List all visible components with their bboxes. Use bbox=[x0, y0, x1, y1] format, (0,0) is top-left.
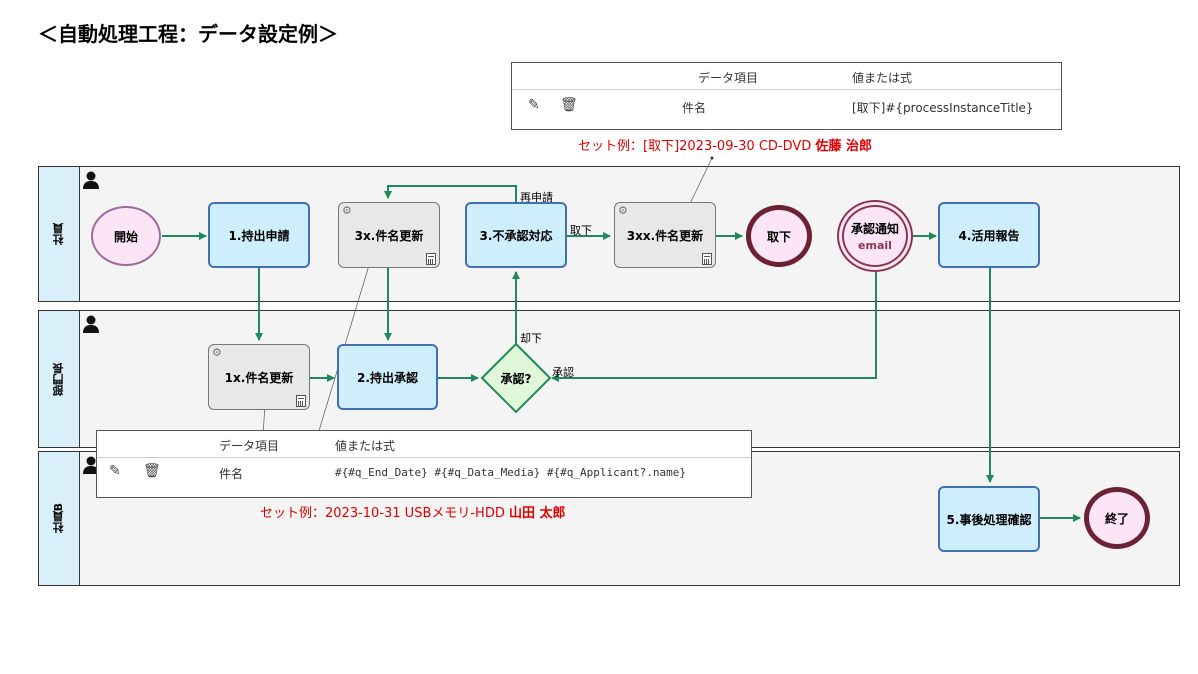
flow-reject-upd3x bbox=[384, 185, 517, 202]
person-icon bbox=[83, 171, 99, 189]
task-label: 1x.件名更新 bbox=[224, 370, 294, 385]
flow-label-approved: 承認 bbox=[552, 366, 574, 379]
gear-icon: ⚙ bbox=[618, 204, 628, 217]
panel-row-value: #{#q_End_Date} #{#q_Data_Media} #{#q_App… bbox=[335, 466, 686, 479]
gear-icon: ⚙ bbox=[212, 346, 222, 359]
example-bottom: セット例：2023-10-31 USBメモリ-HDD 山田 太郎 bbox=[260, 502, 566, 521]
trash-icon[interactable]: 🗑 bbox=[560, 97, 578, 113]
example-top-text: セット例：[取下]2023-09-30 CD-DVD bbox=[578, 139, 816, 154]
gear-icon: ⚙ bbox=[342, 204, 352, 217]
data-panel-bottom: データ項目 値または式 ✎ 🗑 件名 #{#q_End_Date} #{#q_D… bbox=[96, 430, 752, 498]
example-bottom-text: セット例：2023-10-31 USBメモリ-HDD bbox=[260, 506, 509, 521]
gateway-label: 承認? bbox=[500, 371, 532, 386]
panel-row-value: [取下]#{processInstanceTitle} bbox=[852, 101, 1034, 115]
example-top-name: 佐藤 治郎 bbox=[815, 139, 872, 154]
person-icon bbox=[83, 456, 99, 474]
flow-gateway-notify bbox=[551, 272, 877, 382]
trash-icon[interactable]: 🗑 bbox=[143, 463, 161, 479]
task-label: 2.持出承認 bbox=[357, 370, 418, 385]
task-label: 1.持出申請 bbox=[228, 228, 290, 243]
panel-header-item: データ項目 bbox=[219, 439, 280, 453]
flow-label-resubmit: 再申請 bbox=[520, 191, 553, 204]
task-label: 3.不承認対応 bbox=[479, 228, 553, 243]
notify-label: 承認通知 bbox=[850, 222, 899, 236]
panel-row-item: 件名 bbox=[219, 467, 244, 481]
task-label: 3x.件名更新 bbox=[354, 228, 424, 243]
end-event[interactable]: 終了 bbox=[1084, 487, 1150, 549]
flow-label-decline: 却下 bbox=[520, 332, 542, 345]
pencil-icon[interactable]: ✎ bbox=[109, 463, 121, 479]
example-bottom-name: 山田 太郎 bbox=[509, 506, 566, 521]
end-label: 取下 bbox=[766, 229, 791, 244]
panel-header-value: 値または式 bbox=[335, 439, 396, 453]
gateway-approval[interactable] bbox=[480, 342, 552, 414]
calculator-icon bbox=[296, 395, 306, 407]
person-icon bbox=[83, 315, 99, 333]
task-label: 3xx.件名更新 bbox=[626, 228, 704, 243]
start-label: 開始 bbox=[113, 229, 138, 244]
task-apply[interactable]: 1.持出申請 bbox=[208, 202, 310, 268]
task-post-check[interactable]: 5.事後処理確認 bbox=[938, 486, 1040, 552]
panel-divider bbox=[512, 89, 1061, 90]
task-label: 5.事後処理確認 bbox=[946, 512, 1032, 527]
calculator-icon bbox=[702, 253, 712, 265]
task-usage-report[interactable]: 4.活用報告 bbox=[938, 202, 1040, 268]
task-reject-handling[interactable]: 3.不承認対応 bbox=[465, 202, 567, 268]
notify-event[interactable]: 承認通知 email bbox=[842, 205, 908, 267]
panel-header-item: データ項目 bbox=[698, 71, 759, 85]
email-label: email bbox=[858, 239, 892, 252]
flow-label-withdraw: 取下 bbox=[570, 224, 592, 237]
panel-divider bbox=[97, 457, 751, 458]
pencil-icon[interactable]: ✎ bbox=[528, 97, 540, 113]
data-panel-top: データ項目 値または式 ✎ 🗑 件名 [取下]#{processInstance… bbox=[511, 62, 1062, 130]
end-event-withdraw[interactable]: 取下 bbox=[746, 205, 812, 267]
task-update-1x[interactable]: ⚙ 1x.件名更新 bbox=[208, 344, 310, 410]
task-label: 4.活用報告 bbox=[958, 228, 1020, 243]
panel-row-item: 件名 bbox=[682, 101, 707, 115]
end-label: 終了 bbox=[1104, 511, 1129, 526]
page-title: ＜自動処理工程：データ設定例＞ bbox=[38, 22, 338, 46]
task-update-3xx[interactable]: ⚙ 3xx.件名更新 bbox=[614, 202, 716, 268]
panel-header-value: 値または式 bbox=[852, 71, 913, 85]
task-update-3x[interactable]: ⚙ 3x.件名更新 bbox=[338, 202, 440, 268]
example-top: セット例：[取下]2023-09-30 CD-DVD 佐藤 治郎 bbox=[578, 135, 872, 154]
task-approve[interactable]: 2.持出承認 bbox=[337, 344, 438, 410]
calculator-icon bbox=[426, 253, 436, 265]
start-event[interactable]: 開始 bbox=[91, 206, 161, 266]
